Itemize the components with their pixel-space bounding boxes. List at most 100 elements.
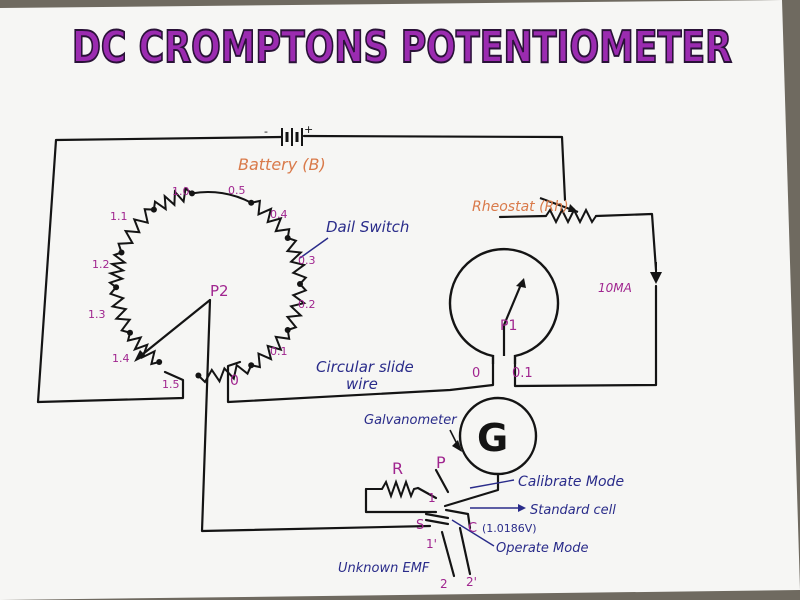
label-rheostat: Rheostat (Rh) — [472, 199, 569, 215]
operate-pointer — [451, 519, 495, 547]
label-terminal-2b: 2' — [466, 575, 477, 589]
battery-symbol — [281, 128, 303, 146]
dial-switch-pointer — [299, 237, 329, 259]
wire-rheostat-left — [498, 214, 548, 219]
label-p1: P1 — [500, 318, 517, 334]
switch-contact-2 — [424, 518, 450, 526]
label-unknown-emf: Unknown EMF — [338, 561, 430, 576]
current-arrow — [650, 272, 662, 284]
resistor-r — [366, 479, 419, 499]
label-standard-cell-voltage: (1.0186V) — [482, 522, 537, 535]
label-circular-slide-2: wire — [346, 375, 378, 393]
wire-resistor-right — [416, 486, 438, 500]
dial-tick-0-1: 0.1 — [270, 345, 288, 358]
dial-contact-dot — [297, 281, 303, 287]
dial-tick-1-4: 1.4 — [112, 352, 130, 365]
dial-resistor-segment — [285, 283, 308, 331]
page-title: DC CROMPTONS POTENTIOMETER — [72, 22, 732, 73]
label-p: P — [436, 453, 446, 472]
dial-tick-0-5: 0.5 — [228, 184, 246, 197]
dial-resistor-segment — [126, 332, 160, 366]
dial-tick-1-2: 1.2 — [92, 258, 110, 271]
switch-contact-1 — [424, 512, 450, 520]
p2-pointer-tip — [134, 350, 146, 362]
key-p — [434, 468, 450, 494]
label-current: 10MA — [598, 281, 632, 295]
dial-tick-0-2: 0.2 — [298, 298, 316, 311]
wire-resistor-left — [364, 487, 438, 514]
galvanometer-circle — [458, 396, 538, 476]
dial-tick-1-5: 1.5 — [162, 378, 180, 391]
dial-tick-1-3: 1.3 — [88, 308, 106, 321]
label-c: C — [468, 521, 477, 536]
dial-contact-dot — [195, 372, 202, 379]
calibrate-pointer — [469, 479, 515, 489]
circuit-wires — [36, 134, 658, 578]
dial-contact-dot — [118, 249, 125, 256]
wire-rheostat-right — [594, 212, 658, 272]
label-s: S — [416, 518, 424, 533]
dial-resistor-segment — [250, 199, 291, 239]
dial-contact-dot — [284, 235, 291, 241]
wire-right-rail — [513, 284, 658, 388]
dial-contact-dot — [248, 362, 255, 369]
label-standard-cell: Standard cell — [530, 503, 616, 518]
label-slide-zero: 0 — [472, 366, 480, 381]
wire-slide-return — [226, 360, 495, 404]
dial-resistor-segment — [107, 251, 128, 289]
label-slide-point-one: 0.1 — [512, 366, 533, 381]
wire-emf-lead-2 — [458, 526, 472, 576]
label-terminal-1b: 1' — [426, 537, 437, 551]
rheostat-resistor — [545, 207, 597, 225]
dial-contact-dot — [156, 359, 163, 365]
dial-resistor-segment — [108, 286, 132, 334]
p1-pointer-tip — [516, 278, 526, 288]
dial-contact-dot — [189, 190, 195, 197]
dial-contact-dot — [150, 206, 157, 213]
galvanometer-arrow — [452, 440, 462, 452]
label-terminal-1: 1 — [428, 491, 436, 505]
label-dial-switch: Dail Switch — [326, 218, 409, 236]
wire-left-bottom — [36, 370, 185, 404]
dial-resistor-segment — [191, 191, 252, 204]
dial-tick-0-3: 0.3 — [298, 254, 316, 267]
dial-contact-dot — [113, 284, 120, 291]
dial-resistor-ring — [107, 186, 308, 384]
dial-resistor-segment — [197, 363, 253, 384]
dial-tick-1-0: 1.0 — [172, 185, 190, 198]
dial-contact-dots — [113, 190, 303, 379]
circular-slide-wire — [448, 247, 560, 364]
wire-emf-lead-1 — [440, 530, 456, 578]
wire-galvanometer-switch — [443, 472, 500, 508]
dial-resistor-segment — [152, 186, 193, 212]
dial-contact-dot — [248, 199, 255, 206]
dial-resistor-segment — [250, 329, 291, 369]
label-terminal-2: 2 — [440, 577, 448, 591]
label-galvanometer: Galvanometer — [364, 413, 458, 428]
dial-tick-1-1: 1.1 — [110, 210, 128, 223]
galvanometer-symbol: G — [477, 416, 508, 460]
wire-standard-cell — [444, 508, 472, 530]
dial-contact-dot — [284, 327, 291, 333]
label-r: R — [392, 459, 403, 478]
wire-left-top — [36, 135, 284, 404]
label-calibrate-mode: Calibrate Mode — [518, 474, 624, 490]
battery-plus: + — [304, 123, 313, 136]
label-dial-zero: 0 — [230, 373, 239, 389]
battery-minus: - — [264, 125, 268, 138]
dial-resistor-segment — [117, 208, 154, 253]
label-p2: P2 — [210, 282, 229, 300]
label-operate-mode: Operate Mode — [496, 541, 588, 556]
dial-resistor-segment — [285, 237, 308, 285]
label-battery: Battery (B) — [238, 155, 326, 174]
rheostat-arrow — [568, 204, 578, 212]
standard-cell-arrow — [518, 504, 526, 512]
p1-pointer — [502, 281, 524, 326]
wire-battery-to-rheostat — [302, 134, 567, 202]
dial-contact-dot — [127, 329, 133, 336]
p2-pointer — [137, 299, 211, 359]
label-circular-slide-1: Circular slide — [316, 358, 414, 376]
